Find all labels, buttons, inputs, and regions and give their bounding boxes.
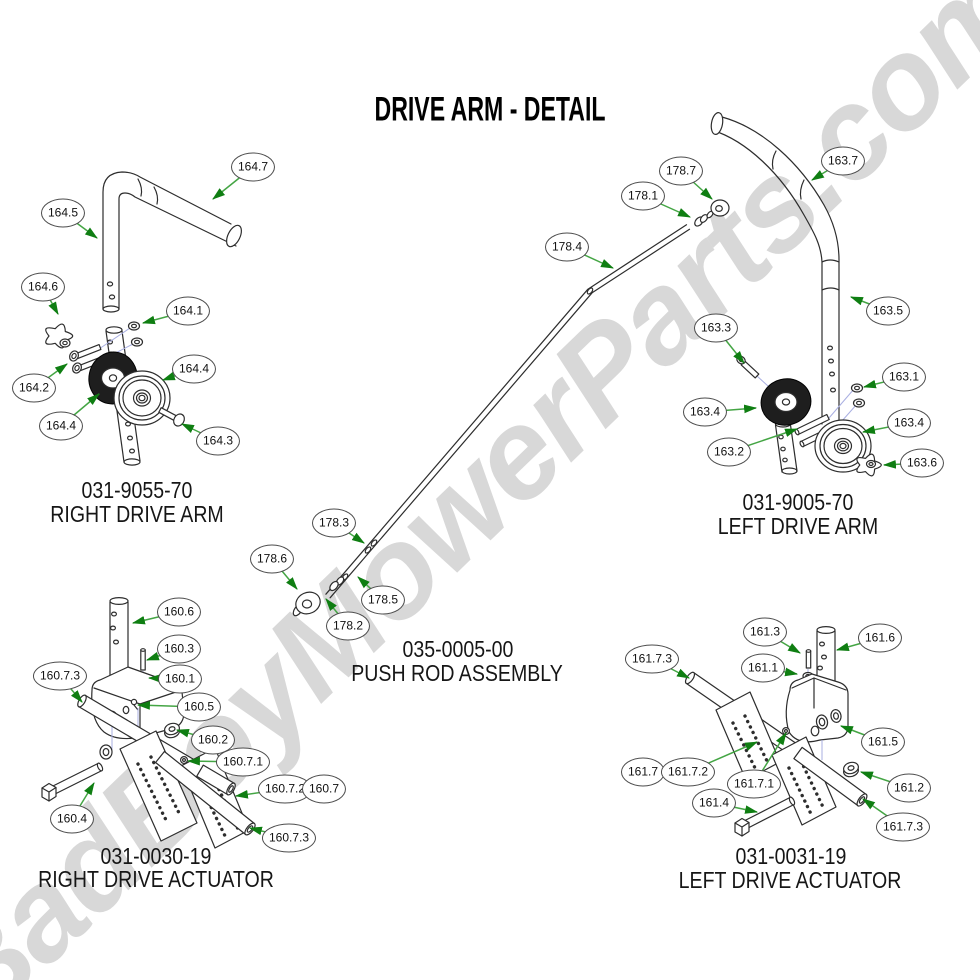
callout-arrow-160.7.1 bbox=[186, 756, 244, 766]
callout-arrow-164.2 bbox=[33, 363, 68, 389]
callout-arrow-160.7.2 bbox=[234, 788, 286, 799]
push-rod-tube bbox=[325, 224, 691, 599]
callout-arrow-161.4 bbox=[713, 802, 759, 814]
callout-arrow-163.1 bbox=[862, 376, 905, 389]
callout-arrow-164.4 bbox=[60, 393, 100, 427]
right-drive-arm-handle-tube bbox=[102, 171, 242, 313]
callout-arrow-163.6 bbox=[882, 460, 923, 469]
rod-end-bearing-lower bbox=[292, 573, 349, 617]
left-drive-actuator-art bbox=[684, 625, 868, 837]
callout-arrow-178.6 bbox=[271, 558, 298, 590]
left-drive-arm-lower-tube bbox=[774, 420, 798, 475]
assembly-name-push-rod-assembly: PUSH ROD ASSEMBLY bbox=[351, 660, 563, 686]
actuator-bracket bbox=[785, 673, 849, 743]
grease-fitting bbox=[130, 698, 139, 711]
callout-arrow-164.7 bbox=[212, 166, 254, 200]
callout-arrow-178.3 bbox=[333, 522, 365, 544]
callout-arrow-161.2 bbox=[859, 771, 910, 789]
assembly-name-right-drive-actuator: RIGHT DRIVE ACTUATOR bbox=[38, 866, 274, 892]
callout-arrow-161.5 bbox=[839, 725, 884, 743]
star-knob bbox=[856, 453, 882, 477]
left-drive-arm-art bbox=[710, 112, 882, 477]
left-drive-arm-handle-tube bbox=[710, 112, 840, 425]
assembly-name-left-drive-actuator: LEFT DRIVE ACTUATOR bbox=[678, 867, 902, 893]
callout-arrow-161.1 bbox=[762, 667, 799, 677]
callout-arrow-164.1 bbox=[141, 310, 189, 325]
part-number-push-rod-assembly: 035-0005-00 bbox=[402, 636, 514, 662]
right-drive-arm-art bbox=[45, 171, 242, 466]
callout-arrow-178.1 bbox=[642, 195, 691, 218]
assembly-name-right-drive-arm: RIGHT DRIVE ARM bbox=[50, 501, 224, 527]
assembly-name-left-drive-arm: LEFT DRIVE ARM bbox=[717, 513, 879, 539]
callout-arrow-161.7.3 bbox=[862, 798, 904, 828]
star-knob bbox=[45, 323, 74, 349]
drive-pulley-grooved bbox=[113, 370, 171, 426]
callout-arrow-160.6 bbox=[131, 611, 180, 625]
callout-arrow-178.4 bbox=[566, 246, 614, 269]
assembly-trace-line bbox=[98, 327, 131, 350]
pivot-bushing bbox=[99, 744, 113, 760]
callout-arrow-163.7 bbox=[811, 160, 844, 181]
flange-nut bbox=[843, 761, 859, 778]
drive-pulley-dark bbox=[760, 378, 812, 426]
set-screw bbox=[180, 755, 189, 764]
hex-bolt bbox=[41, 762, 104, 802]
callout-arrow-161.7.3 bbox=[651, 658, 690, 679]
right-drive-actuator-art bbox=[41, 596, 256, 849]
flange-nuts bbox=[127, 321, 144, 347]
push-rod-art bbox=[292, 199, 730, 617]
page-title: DRIVE ARM - DETAIL bbox=[374, 89, 606, 128]
hex-bolt bbox=[736, 355, 760, 379]
callout-arrow-160.4 bbox=[71, 782, 95, 820]
assembly-trace-line bbox=[828, 388, 855, 419]
callout-arrow-160.3 bbox=[145, 648, 180, 661]
callout-arrow-164.5 bbox=[62, 212, 98, 239]
callout-arrow-163.4 bbox=[704, 404, 758, 414]
callout-arrow-163.5 bbox=[849, 296, 889, 312]
part-number-left-drive-arm: 031-9005-70 bbox=[742, 489, 854, 515]
callout-arrow-163.4 bbox=[861, 422, 910, 434]
flange-nuts bbox=[850, 383, 866, 408]
callout-arrow-164.3 bbox=[181, 423, 219, 442]
hex-bolt bbox=[734, 796, 796, 837]
actuator-pin-long-end bbox=[196, 764, 236, 796]
clevis-pin bbox=[158, 407, 185, 427]
callout-arrow-160.7.3 bbox=[59, 675, 83, 703]
callout-arrow-178.2 bbox=[325, 598, 349, 627]
callout-arrow-163.2 bbox=[728, 428, 799, 453]
callout-arrow-164.6 bbox=[42, 286, 59, 315]
callout-arrow-178.5 bbox=[357, 576, 384, 601]
callout-arrow-161.3 bbox=[764, 631, 801, 654]
callout-arrow-161.6 bbox=[835, 637, 881, 651]
rod-end-bearing-upper bbox=[694, 199, 730, 227]
callout-arrow-163.3 bbox=[715, 327, 745, 364]
callout-arrow-178.7 bbox=[680, 170, 713, 200]
actuator-plate-front bbox=[119, 730, 198, 842]
part-number-left-drive-actuator: 031-0031-19 bbox=[735, 843, 847, 869]
callout-arrow-160.1 bbox=[147, 674, 181, 683]
callout-arrow-160.2 bbox=[175, 729, 214, 741]
part-number-right-drive-arm: 031-9055-70 bbox=[81, 477, 193, 503]
callout-arrow-160.7.3 bbox=[248, 826, 290, 839]
part-number-right-drive-actuator: 031-0030-19 bbox=[100, 843, 212, 869]
callout-arrow-164.4 bbox=[161, 368, 195, 381]
pivot-bushing-bore bbox=[102, 747, 110, 757]
